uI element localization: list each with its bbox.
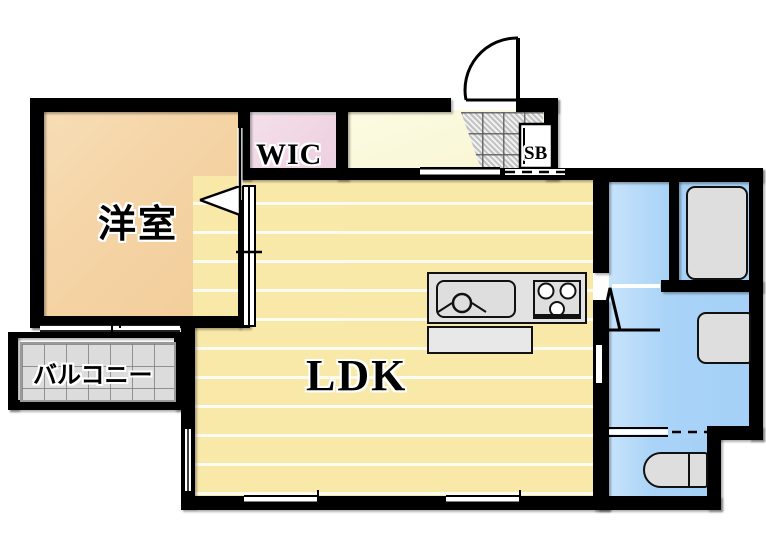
wall-washitsu-right-lower	[238, 200, 250, 328]
label-washitsu: 洋室	[98, 202, 179, 246]
stove	[533, 280, 581, 318]
bathtub	[686, 186, 748, 280]
wall-ldk-right-upper	[593, 168, 609, 273]
kitchen-lower-counter	[427, 326, 533, 354]
wall-top-left	[30, 98, 240, 112]
balcony-floor	[20, 342, 176, 402]
wall-washroom-right-step	[707, 426, 763, 440]
wall-balcony-left	[8, 332, 18, 410]
wall-left-outer	[30, 98, 44, 328]
wall-bath-top	[597, 168, 763, 182]
wall-wic-bottom	[240, 168, 348, 180]
wall-toilet-bottom	[597, 496, 721, 510]
wall-bath-washroom-divider	[661, 280, 763, 292]
wall-top-hall	[336, 98, 451, 112]
label-sb: SB	[524, 143, 548, 164]
wall-bath-right	[749, 168, 763, 440]
wall-top-wic	[240, 98, 346, 112]
wall-balcony-top	[8, 332, 184, 338]
wall-ldk-bottom	[181, 496, 609, 510]
kitchen-sink	[436, 280, 516, 318]
wall-balcony-bottom	[8, 400, 184, 410]
wall-hall-bottom	[348, 168, 593, 180]
room-fill-ldk-upper	[346, 176, 593, 326]
toilet-tank	[688, 452, 708, 488]
wall-washitsu-bottom	[30, 316, 240, 328]
wall-balcony-right	[174, 332, 184, 410]
label-wic: WIC	[256, 138, 323, 171]
wall-bath-tub-divider	[669, 180, 679, 284]
label-ldk: LDK	[306, 351, 408, 400]
vanity-sink	[697, 312, 751, 364]
label-balcony: バルコニー	[33, 361, 153, 389]
wall-wic-right	[336, 98, 348, 180]
entrance-door	[463, 36, 520, 102]
toilet-bowl	[643, 452, 691, 488]
wall-toilet-right	[707, 426, 721, 510]
wall-ldk-right-lower	[593, 300, 609, 510]
